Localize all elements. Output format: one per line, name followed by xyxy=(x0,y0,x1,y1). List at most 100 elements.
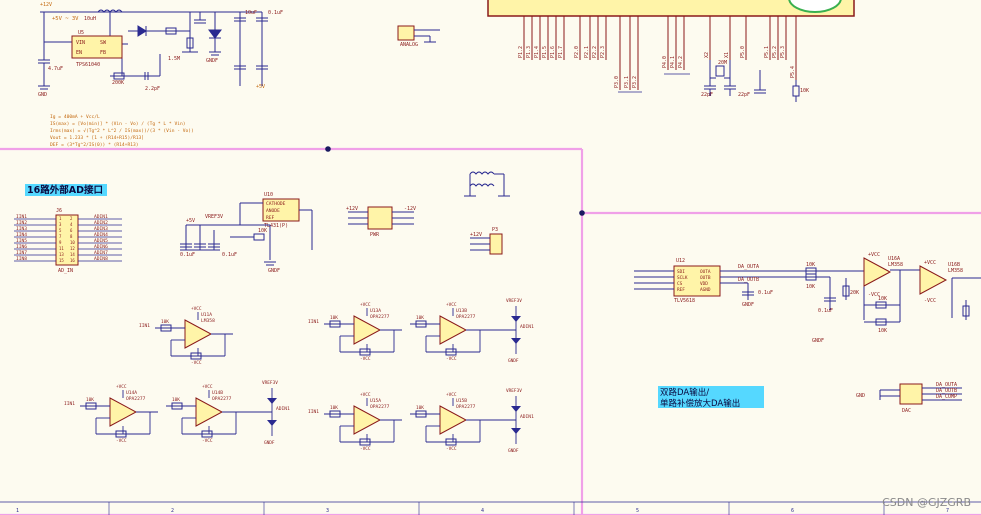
ad-pin-number: 5 xyxy=(59,228,62,233)
resistor-value: 1.5M xyxy=(168,56,180,62)
svg-text:+VCC: +VCC xyxy=(924,260,936,266)
svg-text:P1.6: P1.6 xyxy=(550,46,556,58)
chip-part: TPS61040 xyxy=(76,62,100,68)
chip-part: OPA2277 xyxy=(456,404,476,410)
chip-part: OPA2277 xyxy=(126,396,146,402)
svg-text:P1.3: P1.3 xyxy=(526,46,532,58)
ad-net-left: IIN3 xyxy=(16,226,27,232)
net-label: ADIN1 xyxy=(520,414,534,420)
ad-net-left: IIN2 xyxy=(16,220,27,226)
region-dividers xyxy=(0,147,981,515)
da-section-title-2: 单路补偿放大DA输出 xyxy=(660,398,740,409)
svg-text:P3.0: P3.0 xyxy=(614,76,620,88)
ad-pin-number: 1 xyxy=(59,216,62,221)
ad-pin-number: 12 xyxy=(70,246,75,251)
gnd-label: GNDF xyxy=(508,448,519,454)
net-label: -VCC xyxy=(446,446,457,452)
ad-net-right: ADIN7 xyxy=(94,250,108,256)
ad-pin-number: 11 xyxy=(59,246,64,251)
cap-value: 22pF xyxy=(701,92,713,98)
net-label: -VCC xyxy=(446,356,457,362)
ad-pin-number: 9 xyxy=(59,240,62,245)
net-label: IIN1 xyxy=(139,323,150,329)
svg-text:P3.2: P3.2 xyxy=(632,76,638,88)
net-label: VREF3V xyxy=(506,298,522,304)
svg-text:Ig = 400mA + Vcc/L: Ig = 400mA + Vcc/L xyxy=(50,114,100,120)
svg-text:P2.3: P2.3 xyxy=(600,46,606,58)
dac-pin: REF xyxy=(677,287,685,293)
ad-pin-number: 6 xyxy=(70,228,73,233)
net-label: +VCC xyxy=(360,392,371,398)
cap-value: 2.2pF xyxy=(145,86,160,92)
dac-pin: SCLK xyxy=(677,275,688,281)
ad-net-right: ADIN4 xyxy=(94,232,108,238)
design-formulas: Ig = 400mA + Vcc/L IS(max) = [Vo(min)] *… xyxy=(50,114,194,148)
chip-part: LM358 xyxy=(201,318,215,324)
resistor-value: 10K xyxy=(86,397,94,403)
cap-value: 22pF xyxy=(738,92,750,98)
da-section-title-1: 双路DA输出/ xyxy=(660,387,709,398)
clamp-diode xyxy=(267,398,277,404)
svg-text:+VCC: +VCC xyxy=(868,252,880,258)
opamp-symbol xyxy=(439,315,468,345)
opamp-symbol xyxy=(353,315,382,345)
net-label: +VCC xyxy=(202,384,213,390)
resistor-value: 10K xyxy=(172,397,180,403)
ad-net-right: ADIN5 xyxy=(94,238,108,244)
svg-text:P1.5: P1.5 xyxy=(542,46,548,58)
frame-column-number: 7 xyxy=(946,508,949,514)
opamp-stages: U11ALM358+VCC-VCC10KIIN1U13AOPA2277+VCC-… xyxy=(64,298,534,454)
svg-text:X2: X2 xyxy=(704,52,710,58)
opamp-symbol xyxy=(195,397,224,427)
resistor-value: 10K xyxy=(330,405,338,411)
svg-text:LM358: LM358 xyxy=(948,268,963,274)
chip-ref: U14B xyxy=(212,390,223,396)
svg-text:P4.1: P4.1 xyxy=(670,56,676,68)
svg-text:U16A: U16A xyxy=(888,256,900,262)
ad-pin-number: 7 xyxy=(59,234,62,239)
ad-net-left: IIN8 xyxy=(16,256,27,262)
net-label: +VCC xyxy=(191,306,202,312)
chip-ref: U15A xyxy=(370,398,381,404)
dac-pin: CS xyxy=(677,281,683,287)
svg-text:P1.7: P1.7 xyxy=(558,46,564,58)
svg-text:+12V: +12V xyxy=(470,232,482,238)
svg-text:P4.2: P4.2 xyxy=(678,56,684,68)
net-label: +VCC xyxy=(116,384,127,390)
svg-text:DA_OUTB: DA_OUTB xyxy=(936,388,957,394)
dac-pin: AGND xyxy=(700,287,711,293)
frame-column-number: 2 xyxy=(171,508,174,514)
power-connector: +12V -12V PWR +12V P3 xyxy=(346,206,503,255)
svg-text:GNDF: GNDF xyxy=(268,268,280,274)
ad-net-left: IIN1 xyxy=(16,214,27,220)
svg-text:DA_OUTA: DA_OUTA xyxy=(738,264,759,270)
svg-text:GNDF: GNDF xyxy=(742,302,754,308)
svg-text:DA_OUTB: DA_OUTB xyxy=(738,277,759,283)
junction-dot xyxy=(579,210,585,216)
cap-value: 0.1uF xyxy=(268,10,283,16)
svg-text:0.1uF: 0.1uF xyxy=(222,252,237,258)
chip-part: OPA2277 xyxy=(212,396,232,402)
ad-pin-number: 8 xyxy=(70,234,73,239)
crystal-value: 20M xyxy=(718,60,727,66)
svg-text:SW: SW xyxy=(100,40,107,46)
opamp-symbol xyxy=(439,405,468,435)
svg-text:CATHODE: CATHODE xyxy=(266,201,286,207)
svg-text:Vout = 1.233 * [1 + (R14+R15)/: Vout = 1.233 * [1 + (R14+R15)/R13] xyxy=(50,135,144,141)
chip-ref: U10 xyxy=(264,192,273,198)
net-label: +5V xyxy=(256,84,265,90)
svg-text:VREF3V: VREF3V xyxy=(205,214,223,220)
net-label: +VCC xyxy=(446,392,457,398)
svg-text:PWR: PWR xyxy=(370,232,380,238)
svg-text:IS(max) = [Vo(min)] * (Vin - V: IS(max) = [Vo(min)] * (Vin - Vo) / (Tg *… xyxy=(50,121,186,127)
chip-ref: U14A xyxy=(126,390,137,396)
svg-text:REF: REF xyxy=(266,215,275,221)
net-label: ADIN1 xyxy=(520,324,534,330)
